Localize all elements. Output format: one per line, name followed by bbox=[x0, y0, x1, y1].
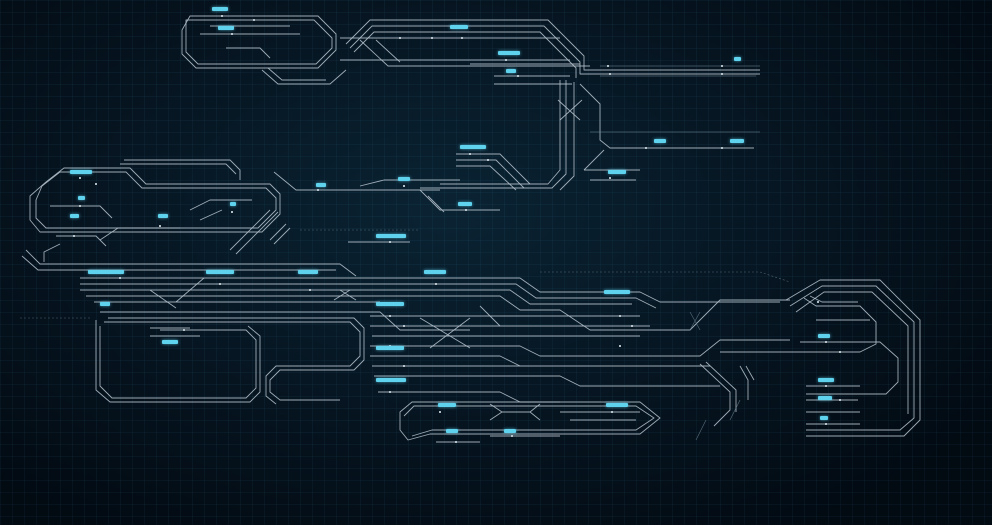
station-label bbox=[450, 25, 468, 29]
station-label bbox=[206, 270, 234, 274]
station-label bbox=[218, 26, 234, 30]
station-label bbox=[230, 202, 236, 206]
station-label bbox=[376, 302, 404, 306]
station-label bbox=[818, 378, 834, 382]
station-label bbox=[298, 270, 318, 274]
station-label bbox=[100, 302, 110, 306]
track-group-middle bbox=[273, 153, 531, 243]
station-label bbox=[458, 202, 472, 206]
track-group-right-loop bbox=[689, 279, 921, 437]
station-label bbox=[654, 139, 666, 143]
station-label bbox=[78, 196, 85, 200]
station-label bbox=[608, 170, 626, 174]
station-label bbox=[460, 145, 486, 149]
station-label bbox=[504, 429, 516, 433]
track-group-right-connector bbox=[420, 80, 760, 191]
track-group-top-middle bbox=[340, 19, 760, 85]
station-label bbox=[730, 139, 744, 143]
station-label bbox=[70, 214, 79, 218]
station-label bbox=[376, 346, 404, 350]
station-label bbox=[70, 170, 92, 174]
station-label bbox=[820, 416, 828, 420]
station-label bbox=[158, 214, 168, 218]
station-label bbox=[498, 51, 520, 55]
station-label bbox=[734, 57, 741, 61]
station-label bbox=[446, 429, 458, 433]
track-group-left-loop bbox=[95, 317, 365, 405]
track-group-top-left bbox=[181, 15, 347, 85]
station-label bbox=[818, 334, 830, 338]
node-layer bbox=[73, 15, 841, 443]
station-label bbox=[606, 403, 628, 407]
station-label bbox=[316, 183, 326, 187]
station-label bbox=[424, 270, 446, 274]
track-group-left bbox=[21, 159, 420, 277]
station-label bbox=[376, 378, 406, 382]
station-label bbox=[162, 340, 178, 344]
track-group-main-trunk bbox=[20, 271, 791, 403]
station-label bbox=[398, 177, 410, 181]
station-label bbox=[88, 270, 124, 274]
station-label bbox=[212, 7, 228, 11]
track-group-bottom bbox=[399, 361, 755, 443]
station-label bbox=[438, 403, 456, 407]
station-label bbox=[604, 290, 630, 294]
station-label bbox=[818, 396, 832, 400]
station-label bbox=[506, 69, 516, 73]
station-label bbox=[376, 234, 406, 238]
